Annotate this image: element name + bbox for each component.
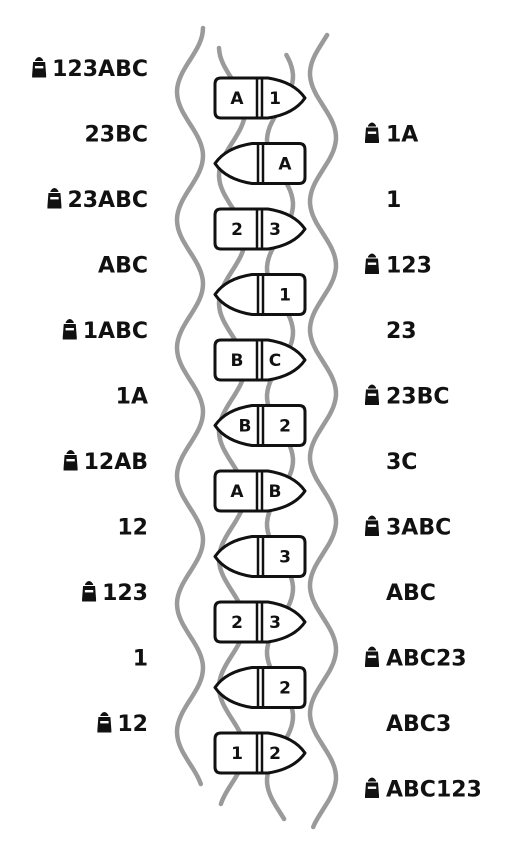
lantern-icon: [365, 777, 379, 798]
lantern-icon: [97, 712, 112, 733]
lantern-icon: [365, 253, 379, 274]
boat-passenger-label: 2: [269, 744, 281, 764]
right-bank-label: 1: [386, 188, 401, 213]
right-bank-label: 3C: [386, 450, 417, 475]
boat-passenger-label: 1: [279, 286, 291, 306]
right-bank-label: ABC23: [386, 647, 467, 672]
boat-passenger-label: A: [278, 155, 292, 175]
left-bank-label: 12AB: [84, 450, 148, 475]
boat-passenger-label: 2: [279, 679, 291, 699]
lantern-icon: [82, 581, 97, 602]
lantern-icon: [32, 57, 47, 78]
left-bank-label: 12: [117, 516, 148, 541]
left-bank-label: 1A: [116, 385, 148, 410]
boat-passenger-label: 3: [269, 220, 281, 240]
river-line-1: [174, 25, 206, 787]
boat-hull: [213, 666, 307, 709]
boat-hull: [213, 76, 307, 120]
boat-hull: [213, 404, 307, 447]
boat-hull: [213, 535, 307, 578]
boat-icon: 3: [213, 535, 307, 578]
right-bank-label: 23: [386, 319, 417, 344]
left-bank-label: 1ABC: [83, 319, 148, 344]
boat-passenger-label: 2: [231, 220, 243, 240]
lantern-icon: [365, 384, 379, 405]
lantern-icon: [365, 515, 379, 536]
boat-passenger-label: 1: [269, 89, 281, 109]
lantern-icon: [63, 450, 78, 471]
right-bank-label: ABC123: [386, 778, 482, 803]
right-bank-label: 123: [386, 254, 432, 279]
boat-passenger-label: A: [230, 482, 244, 502]
left-bank-label: 123: [102, 581, 148, 606]
right-bank-label: 23BC: [386, 385, 450, 410]
lantern-icon: [365, 646, 379, 667]
river-line-4: [307, 32, 339, 830]
right-bank-label: ABC: [386, 581, 436, 606]
boat-icon: 2: [213, 666, 307, 709]
right-bank-label: 1A: [386, 123, 418, 148]
left-bank-label: 23ABC: [67, 188, 148, 213]
boat-passenger-label: 3: [269, 613, 281, 633]
boat-hull: [213, 338, 307, 382]
boat-hull: [213, 273, 307, 316]
lantern-icon: [62, 319, 77, 340]
boat-passenger-label: 2: [279, 417, 291, 437]
boat-passenger-label: 1: [231, 744, 243, 764]
boat-passenger-label: B: [231, 351, 244, 371]
boat-hull: [213, 600, 307, 644]
boat-passenger-label: A: [230, 89, 244, 109]
boat-hull: [213, 469, 307, 513]
left-bank-label: 123ABC: [52, 57, 148, 82]
lantern-icon: [47, 188, 62, 209]
boat-hull: [213, 731, 307, 775]
left-bank-label: 1: [133, 647, 148, 672]
boat-icon: A: [213, 142, 307, 185]
right-bank-label: ABC3: [386, 712, 451, 737]
left-bank-label: 23BC: [84, 123, 148, 148]
boat-passenger-label: B: [239, 417, 252, 437]
boat-passenger-label: 2: [231, 613, 243, 633]
boat-passenger-label: B: [269, 482, 282, 502]
boat-hull: [213, 142, 307, 185]
boat-icon: 1: [213, 273, 307, 316]
lantern-icon: [365, 122, 379, 143]
right-bank-label: 3ABC: [386, 516, 451, 541]
left-bank-label: ABC: [98, 254, 148, 279]
boat-hull: [213, 207, 307, 251]
boat-passenger-label: C: [269, 351, 281, 371]
boat-passenger-label: 3: [279, 548, 291, 568]
left-bank-label: 12: [117, 712, 148, 737]
